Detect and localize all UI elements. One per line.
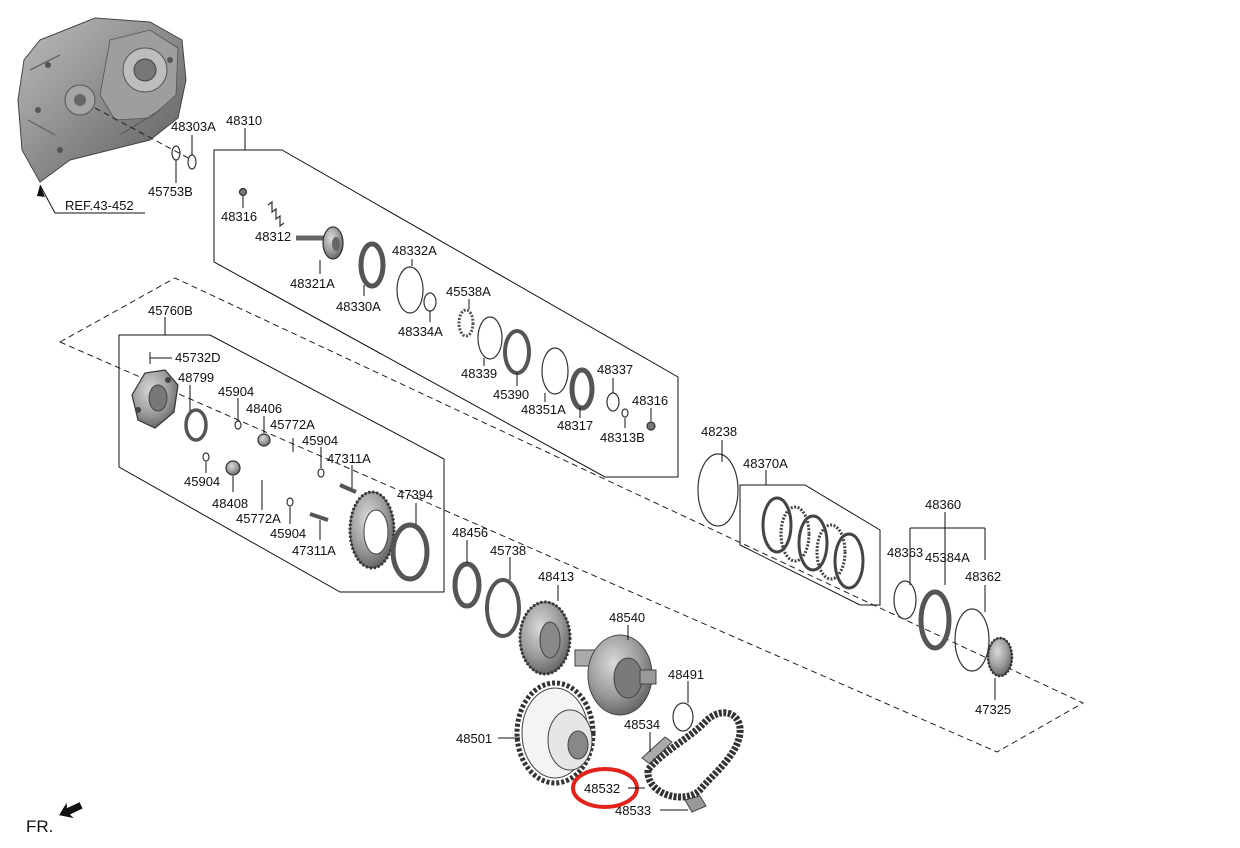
label-48501: 48501	[456, 731, 492, 746]
chain-guide-icon	[641, 736, 673, 765]
label-45760B: 45760B	[148, 303, 193, 318]
spring-icon	[267, 200, 285, 228]
clutch-pack-icon	[761, 496, 865, 590]
label-45772A-a: 45772A	[270, 417, 315, 432]
sprocket-icon	[514, 680, 596, 786]
label-48491: 48491	[668, 667, 704, 682]
label-45384A: 45384A	[925, 550, 970, 565]
label-45732D: 45732D	[175, 350, 221, 365]
label-48317: 48317	[557, 418, 593, 433]
label-48413: 48413	[538, 569, 574, 584]
label-48321A: 48321A	[290, 276, 335, 291]
label-48337: 48337	[597, 362, 633, 377]
label-45390: 45390	[493, 387, 529, 402]
front-direction-arrow-icon	[59, 802, 83, 819]
output-gear-icon	[986, 636, 1014, 678]
label-48316-a: 48316	[221, 209, 257, 224]
tensioner-icon	[684, 795, 707, 813]
label-45904-b: 45904	[302, 433, 338, 448]
label-45772A-b: 45772A	[236, 511, 281, 526]
label-48362: 48362	[965, 569, 1001, 584]
label-48332A: 48332A	[392, 243, 437, 258]
label-48303A: 48303A	[171, 119, 216, 134]
front-direction-label: FR.	[26, 817, 53, 836]
label-48334A: 48334A	[398, 324, 443, 339]
label-45738: 45738	[490, 543, 526, 558]
label-48799: 48799	[178, 370, 214, 385]
label-48330A: 48330A	[336, 299, 381, 314]
label-45538A: 45538A	[446, 284, 491, 299]
label-48532: 48532	[584, 781, 620, 796]
label-45904-c: 45904	[184, 474, 220, 489]
label-48312: 48312	[255, 229, 291, 244]
transmission-case-icon	[17, 17, 187, 183]
label-48370A: 48370A	[743, 456, 788, 471]
label-48456: 48456	[452, 525, 488, 540]
label-48316-b: 48316	[632, 393, 668, 408]
label-48238: 48238	[701, 424, 737, 439]
label-48351A: 48351A	[521, 402, 566, 417]
differential-icon	[574, 634, 657, 716]
label-48406: 48406	[246, 401, 282, 416]
label-45904-a: 45904	[218, 384, 254, 399]
label-45753B: 45753B	[148, 184, 193, 199]
label-47311A-a: 47311A	[327, 451, 371, 466]
label-48360: 48360	[925, 497, 961, 512]
carrier-icon	[131, 369, 179, 429]
label-47311A-b: 47311A	[292, 543, 336, 558]
drive-chain-icon	[644, 709, 744, 801]
ring-gear-icon	[348, 490, 396, 570]
label-ref-43-452: REF.43-452	[65, 198, 134, 213]
label-48534: 48534	[624, 717, 660, 732]
label-48310: 48310	[226, 113, 262, 128]
label-47394: 47394	[397, 487, 433, 502]
label-45904-d: 45904	[270, 526, 306, 541]
label-48540: 48540	[609, 610, 645, 625]
label-48533: 48533	[615, 803, 651, 818]
drive-gear-icon	[518, 600, 572, 676]
label-48313B: 48313B	[600, 430, 645, 445]
shaft-gear-icon	[296, 226, 344, 260]
label-48363: 48363	[887, 545, 923, 560]
label-48408: 48408	[212, 496, 248, 511]
label-47325: 47325	[975, 702, 1011, 717]
label-48339: 48339	[461, 366, 497, 381]
